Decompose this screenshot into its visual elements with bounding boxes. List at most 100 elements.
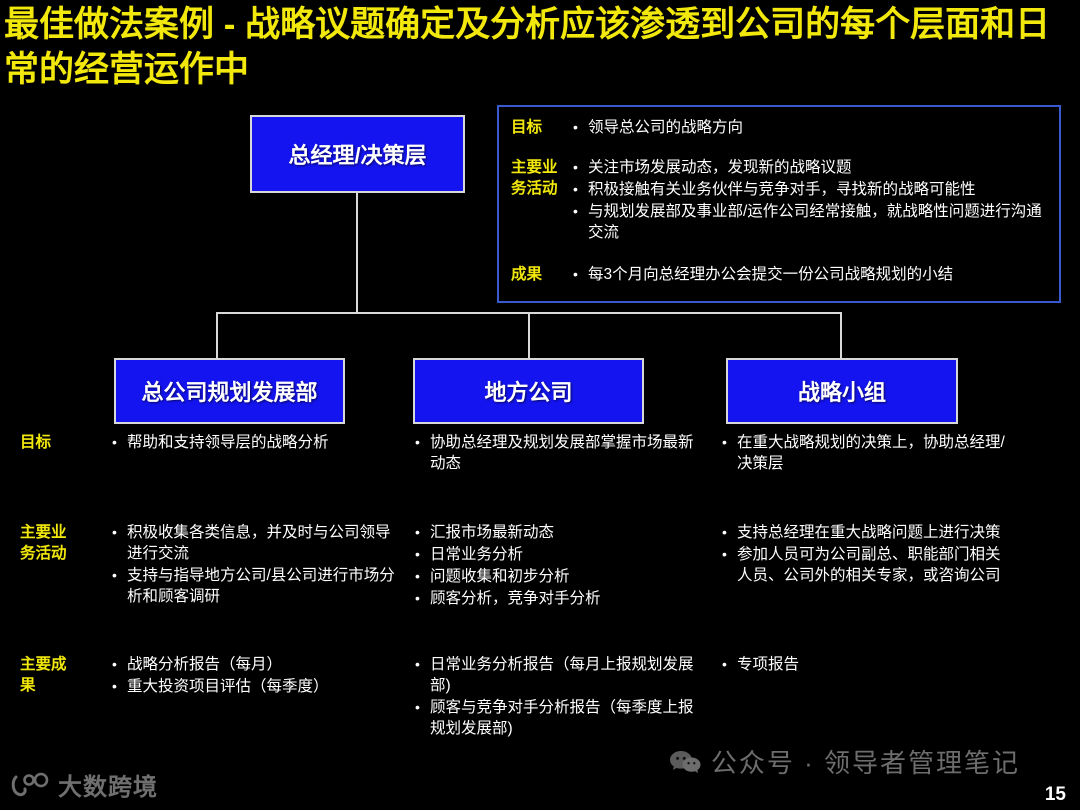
- brand-name-left: 大数跨境: [58, 774, 158, 801]
- bullet-text: 参加人员可为公司副总、职能部门相关人员、公司外的相关专家，或咨询公司: [737, 546, 1001, 584]
- matrix-row-label-results: 主要成 果: [20, 656, 67, 694]
- org-box-planning-dept[interactable]: 总公司规划发展部: [114, 358, 345, 424]
- bullet-dot-icon: •: [573, 119, 578, 135]
- bullet-dot-icon: •: [415, 434, 420, 450]
- org-box-local-company[interactable]: 地方公司: [413, 358, 644, 424]
- bullet-dot-icon: •: [573, 181, 578, 197]
- wechat-icon: [669, 749, 701, 775]
- bullet-text: 积极接触有关业务伙伴与竞争对手，寻找新的战略可能性: [588, 181, 976, 198]
- comparison-matrix: 目标 • 帮助和支持领导层的战略分析 • 协助总经理及规划发展部掌握市场最新动态…: [0, 432, 1080, 762]
- bullet-dot-icon: •: [415, 568, 420, 584]
- bullet-item: • 顾客分析，竞争对手分析: [415, 588, 705, 609]
- bullet-item: • 日常业务分析报告（每月上报规划发展部): [415, 654, 705, 696]
- bullet-dot-icon: •: [573, 266, 578, 282]
- page-number: 15: [1044, 784, 1066, 805]
- bullet-text: 汇报市场最新动态: [430, 524, 555, 541]
- matrix-row-label-objective: 目标: [20, 434, 52, 451]
- bullet-dot-icon: •: [573, 159, 578, 175]
- bullet-dot-icon: •: [415, 656, 420, 672]
- connector-drop-center: [528, 312, 530, 359]
- matrix-cell-activities-planning: • 积极收集各类信息，并及时与公司领导进行交流 • 支持与指导地方公司/县公司进…: [112, 522, 402, 608]
- org-box-general-manager[interactable]: 总经理/决策层: [250, 115, 465, 193]
- bullet-text: 帮助和支持领导层的战略分析: [127, 434, 329, 451]
- bullet-item: • 支持总经理在重大战略问题上进行决策: [722, 522, 1012, 543]
- org-box-strategy-team[interactable]: 战略小组: [726, 358, 958, 424]
- info-panel: 目标 • 领导总公司的战略方向 主要业 务活动 • 关注市场发展动态，发现新的战…: [497, 105, 1061, 303]
- brand-name-right: 公众号 · 领导者管理笔记: [710, 748, 1020, 778]
- info-items-results: • 每3个月向总经理办公会提交一份公司战略规划的小结: [573, 264, 1051, 286]
- spacer: [511, 244, 1051, 264]
- matrix-cell-results-team: • 专项报告: [722, 654, 1012, 676]
- brand-watermark-left: 大数跨境: [10, 767, 158, 802]
- info-row-activities: 主要业 务活动 • 关注市场发展动态，发现新的战略议题 • 积极接触有关业务伙伴…: [511, 157, 1051, 244]
- bullet-item: • 积极收集各类信息，并及时与公司领导进行交流: [112, 522, 402, 564]
- matrix-cell-objective-team: • 在重大战略规划的决策上，协助总经理/决策层: [722, 432, 1012, 475]
- bullet-text: 日常业务分析: [430, 546, 524, 563]
- bullet-item: • 帮助和支持领导层的战略分析: [112, 432, 402, 453]
- spacer: [511, 139, 1051, 157]
- bullet-text: 问题收集和初步分析: [430, 568, 570, 585]
- matrix-row-label-activities: 主要业 务活动: [20, 524, 67, 562]
- matrix-cell-objective-planning: • 帮助和支持领导层的战略分析: [112, 432, 402, 454]
- bullet-item: • 支持与指导地方公司/县公司进行市场分析和顾客调研: [112, 565, 402, 607]
- info-label-objective: 目标: [511, 119, 543, 136]
- bullet-text: 关注市场发展动态，发现新的战略议题: [588, 159, 852, 176]
- info-label-results: 成果: [511, 266, 543, 283]
- info-row-objective: 目标 • 领导总公司的战略方向: [511, 117, 1051, 139]
- bullet-text: 专项报告: [737, 656, 800, 673]
- bullet-item: • 日常业务分析: [415, 544, 705, 565]
- info-label-activities: 主要业 务活动: [511, 159, 558, 197]
- matrix-cell-results-planning: • 战略分析报告（每月） • 重大投资项目评估（每季度）: [112, 654, 402, 698]
- bullet-item: • 战略分析报告（每月）: [112, 654, 402, 675]
- bullet-text: 与规划发展部及事业部/运作公司经常接触，就战略性问题进行沟通交流: [588, 203, 1042, 241]
- bullet-dot-icon: •: [112, 524, 117, 540]
- bullet-text: 在重大战略规划的决策上，协助总经理/决策层: [737, 434, 1005, 472]
- bullet-dot-icon: •: [415, 546, 420, 562]
- bullet-dot-icon: •: [415, 524, 420, 540]
- bullet-dot-icon: •: [573, 203, 578, 219]
- connector-drop-left: [216, 312, 218, 359]
- bullet-dot-icon: •: [112, 678, 117, 694]
- bullet-dot-icon: •: [722, 434, 727, 450]
- brand-watermark-right: 公众号 · 领导者管理笔记: [669, 743, 1020, 780]
- bullet-dot-icon: •: [415, 699, 420, 715]
- bullet-text: 顾客与竞争对手分析报告（每季度上报规划发展部): [430, 699, 694, 737]
- connector-drop-right: [840, 312, 842, 359]
- bullet-item: • 在重大战略规划的决策上，协助总经理/决策层: [722, 432, 1012, 474]
- bullet-item: • 专项报告: [722, 654, 1012, 675]
- bullet-dot-icon: •: [112, 434, 117, 450]
- bullet-dot-icon: •: [415, 590, 420, 606]
- bullet-text: 每3个月向总经理办公会提交一份公司战略规划的小结: [588, 266, 954, 283]
- matrix-cell-results-local: • 日常业务分析报告（每月上报规划发展部) • 顾客与竞争对手分析报告（每季度上…: [415, 654, 705, 740]
- info-items-objective: • 领导总公司的战略方向: [573, 117, 1051, 139]
- bullet-text: 积极收集各类信息，并及时与公司领导进行交流: [127, 524, 391, 562]
- dashukuajing-logo-icon: [10, 771, 52, 799]
- bullet-text: 支持总经理在重大战略问题上进行决策: [737, 524, 1001, 541]
- bullet-dot-icon: •: [722, 524, 727, 540]
- bullet-text: 日常业务分析报告（每月上报规划发展部): [430, 656, 694, 694]
- matrix-cell-activities-team: • 支持总经理在重大战略问题上进行决策 • 参加人员可为公司副总、职能部门相关人…: [722, 522, 1012, 587]
- matrix-cell-objective-local: • 协助总经理及规划发展部掌握市场最新动态: [415, 432, 705, 475]
- bullet-item: • 关注市场发展动态，发现新的战略议题: [573, 157, 1051, 178]
- bullet-item: • 积极接触有关业务伙伴与竞争对手，寻找新的战略可能性: [573, 179, 1051, 200]
- bullet-dot-icon: •: [112, 656, 117, 672]
- bullet-item: • 问题收集和初步分析: [415, 566, 705, 587]
- bullet-dot-icon: •: [112, 567, 117, 583]
- info-items-activities: • 关注市场发展动态，发现新的战略议题 • 积极接触有关业务伙伴与竞争对手，寻找…: [573, 157, 1051, 244]
- bullet-item: • 协助总经理及规划发展部掌握市场最新动态: [415, 432, 705, 474]
- bullet-item: • 参加人员可为公司副总、职能部门相关人员、公司外的相关专家，或咨询公司: [722, 544, 1012, 586]
- bullet-text: 顾客分析，竞争对手分析: [430, 590, 601, 607]
- bullet-item: • 与规划发展部及事业部/运作公司经常接触，就战略性问题进行沟通交流: [573, 201, 1051, 243]
- bullet-item: • 重大投资项目评估（每季度）: [112, 676, 402, 697]
- matrix-cell-activities-local: • 汇报市场最新动态 • 日常业务分析 • 问题收集和初步分析 • 顾客分析，竞…: [415, 522, 705, 610]
- bullet-text: 重大投资项目评估（每季度）: [127, 678, 329, 695]
- bullet-dot-icon: •: [722, 546, 727, 562]
- bullet-dot-icon: •: [722, 656, 727, 672]
- bullet-item: • 领导总公司的战略方向: [573, 117, 1051, 138]
- bullet-text: 协助总经理及规划发展部掌握市场最新动态: [430, 434, 694, 472]
- bullet-item: • 每3个月向总经理办公会提交一份公司战略规划的小结: [573, 264, 1051, 285]
- bullet-item: • 顾客与竞争对手分析报告（每季度上报规划发展部): [415, 697, 705, 739]
- bullet-item: • 汇报市场最新动态: [415, 522, 705, 543]
- bullet-text: 战略分析报告（每月）: [127, 656, 283, 673]
